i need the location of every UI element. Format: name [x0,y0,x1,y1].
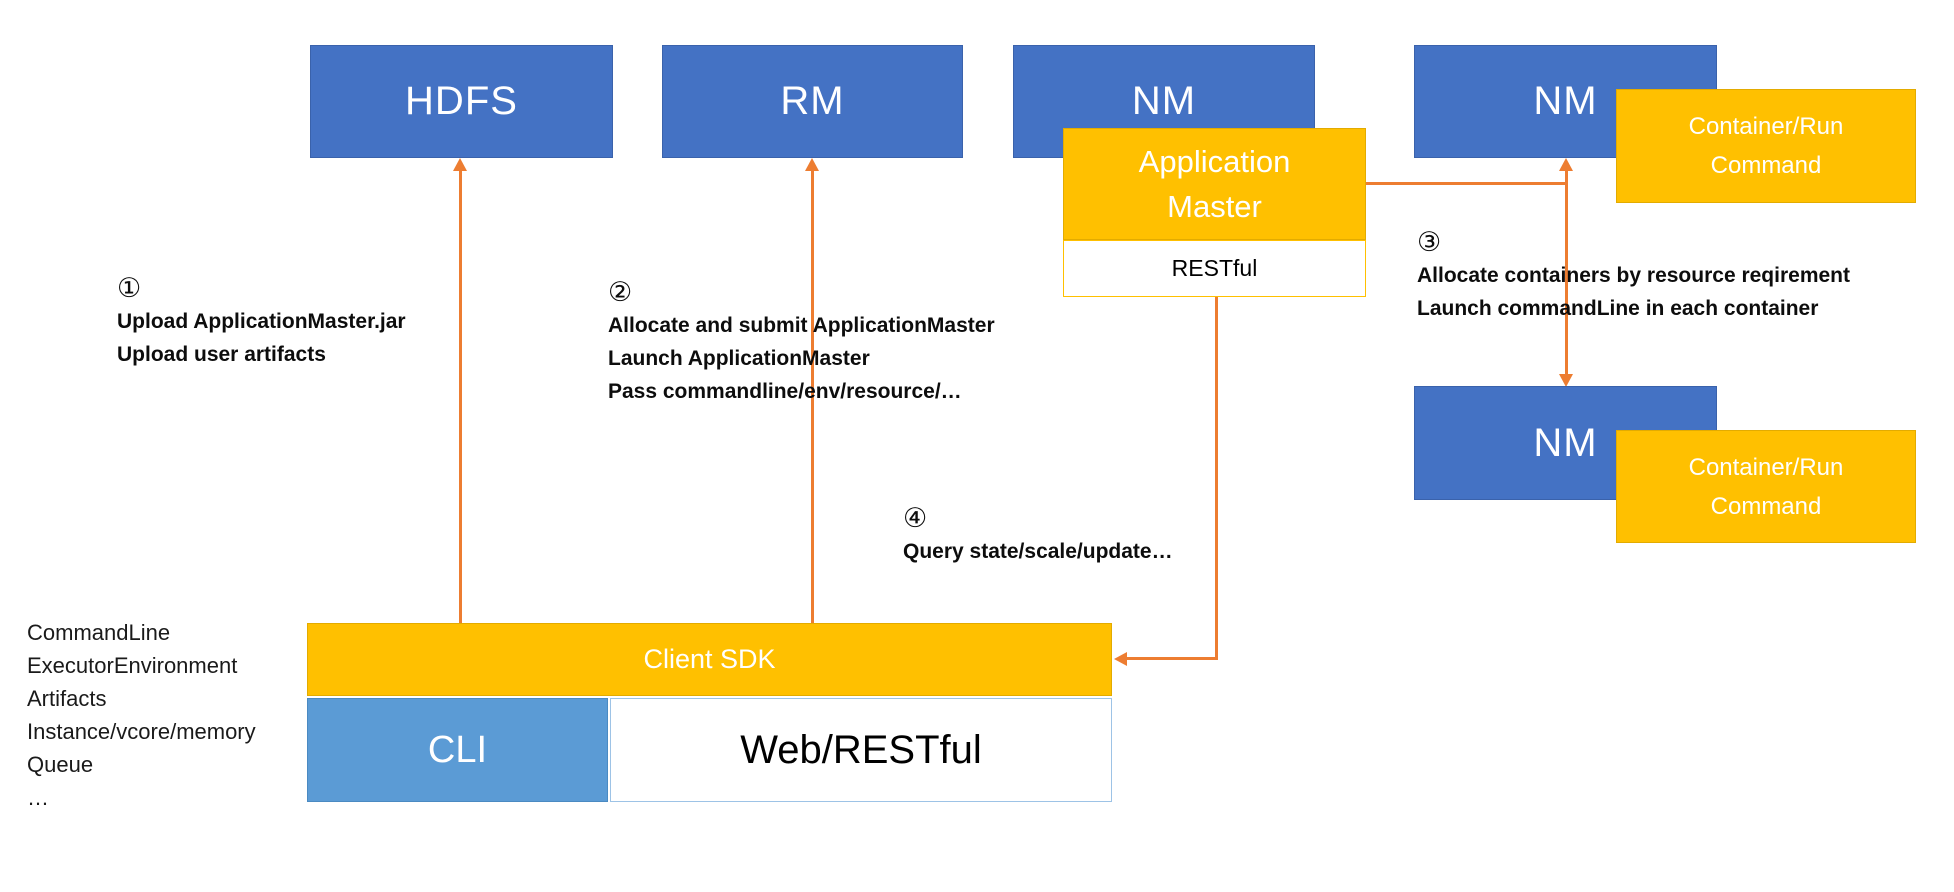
arrow-am-to-nm-bottom-head-icon [1559,374,1573,387]
web-restful-label: Web/RESTful [740,727,982,772]
restful-label: RESTful [1171,255,1258,281]
annotation-step-2: ② Allocate and submit ApplicationMaster … [608,276,995,408]
web-restful-node: Web/RESTful [610,698,1112,802]
side-list-item: Artifacts [27,686,107,711]
hdfs-node: HDFS [310,45,613,158]
step-2-line-1: Allocate and submit ApplicationMaster [608,314,995,337]
annotation-step-3: ③ Allocate containers by resource reqire… [1417,226,1850,325]
arrow-clientsdk-to-rm-head-icon [805,158,819,171]
container-bottom-label-line2: Command [1710,492,1822,520]
step-1-line-2: Upload user artifacts [117,343,326,366]
arrow-restful-to-clientsdk-vertical-line [1215,297,1218,658]
side-list-item: Queue [27,752,94,777]
step-3-number: ③ [1417,227,1442,258]
arrow-clientsdk-to-hdfs-head-icon [453,158,467,171]
side-list-item: … [27,785,49,810]
annotation-step-1: ① Upload ApplicationMaster.jar Upload us… [117,272,406,371]
nm-center-label: NM [1131,79,1197,123]
side-list-item: CommandLine [27,620,171,645]
arrow-restful-to-clientsdk-horizontal-line [1126,657,1218,660]
step-2-line-3: Pass commandline/env/resource/… [608,380,962,403]
nm-right-top-label: NM [1533,79,1598,123]
container-run-command-node-bottom: Container/Run Command [1616,430,1916,543]
container-run-command-node-top: Container/Run Command [1616,89,1916,203]
application-master-node: Application Master [1063,128,1366,240]
arrow-restful-to-clientsdk-head-icon [1114,652,1127,666]
step-2-number: ② [608,277,633,308]
side-list-item: ExecutorEnvironment [27,653,238,678]
client-sdk-node: Client SDK [307,623,1112,696]
application-master-label-line1: Application [1138,144,1291,179]
nm-right-bottom-label: NM [1533,420,1598,465]
container-bottom-label-line1: Container/Run [1688,453,1844,481]
arrow-clientsdk-to-rm-line [811,171,814,623]
cli-node: CLI [307,698,608,802]
container-top-label-line1: Container/Run [1688,113,1844,140]
container-top-label-line2: Command [1710,152,1822,179]
hdfs-label: HDFS [405,79,518,123]
arrow-clientsdk-to-hdfs-line [459,171,462,623]
step-3-line-2: Launch commandLine in each container [1417,297,1819,320]
annotation-step-4: ④ Query state/scale/update… [903,502,1173,568]
application-master-label-line2: Master [1167,189,1262,224]
step-1-line-1: Upload ApplicationMaster.jar [117,310,406,333]
step-4-line-1: Query state/scale/update… [903,540,1173,563]
step-2-line-2: Launch ApplicationMaster [608,347,870,370]
arrow-am-to-nm-vertical-line [1565,171,1568,375]
resource-manager-node: RM [662,45,963,158]
arrow-am-to-nm-top-head-icon [1559,158,1573,171]
step-3-line-1: Allocate containers by resource reqireme… [1417,264,1850,287]
arrow-am-to-nm-horizontal-line [1366,182,1567,185]
step-4-number: ④ [903,503,928,534]
side-list-item: Instance/vcore/memory [27,719,256,744]
client-sdk-label: Client SDK [643,644,776,674]
step-1-number: ① [117,273,142,304]
restful-node: RESTful [1063,240,1366,297]
rm-label: RM [780,79,845,123]
side-parameter-list: CommandLine ExecutorEnvironment Artifact… [27,616,256,814]
cli-label: CLI [427,728,488,771]
